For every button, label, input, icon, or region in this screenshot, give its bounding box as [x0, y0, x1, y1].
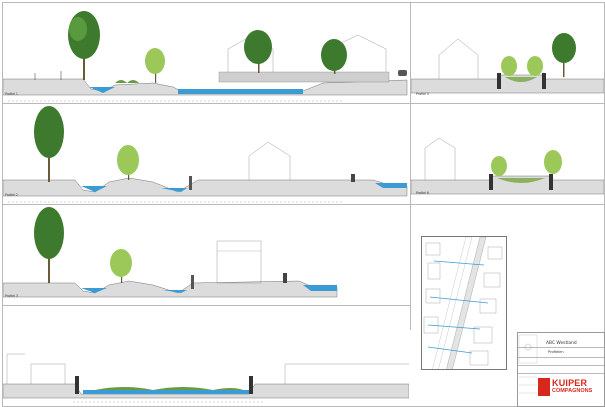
profile-4-section — [3, 353, 409, 403]
title-block-divider — [518, 357, 604, 358]
title-block-divider — [518, 373, 604, 374]
profile-6-section — [411, 137, 604, 195]
title-block-divider — [518, 365, 604, 366]
overview-map — [421, 236, 507, 370]
company-logo: KUIPER COMPAGNONS — [538, 375, 604, 399]
column-divider — [410, 2, 411, 330]
row-divider-2 — [2, 204, 605, 205]
title-block-subject: Profielen — [548, 350, 564, 354]
profile-5-section — [411, 33, 604, 94]
logo-subname: COMPAGNONS — [552, 388, 593, 394]
row-divider-3 — [2, 305, 411, 306]
tree-large-1 — [68, 11, 100, 80]
profile-1-label: Profiel 1 — [5, 92, 18, 96]
logo-name: KUIPER — [552, 378, 588, 388]
profile-3-section — [3, 207, 338, 298]
title-block-divider — [518, 347, 604, 348]
profile-6-label: Profiel 6 — [416, 191, 429, 195]
title-block-grid — [518, 334, 538, 394]
logo-mark-icon — [538, 378, 550, 396]
profile-2-label: Profiel 2 — [5, 193, 18, 197]
title-block-project: ABC Westland — [546, 341, 577, 346]
profile-3-label: Profiel 3 — [5, 294, 18, 298]
profile-5-label: Profiel 5 — [416, 92, 429, 96]
row-divider-1 — [2, 103, 605, 104]
profile-2-section — [3, 106, 408, 203]
profile-1-section — [3, 11, 408, 102]
